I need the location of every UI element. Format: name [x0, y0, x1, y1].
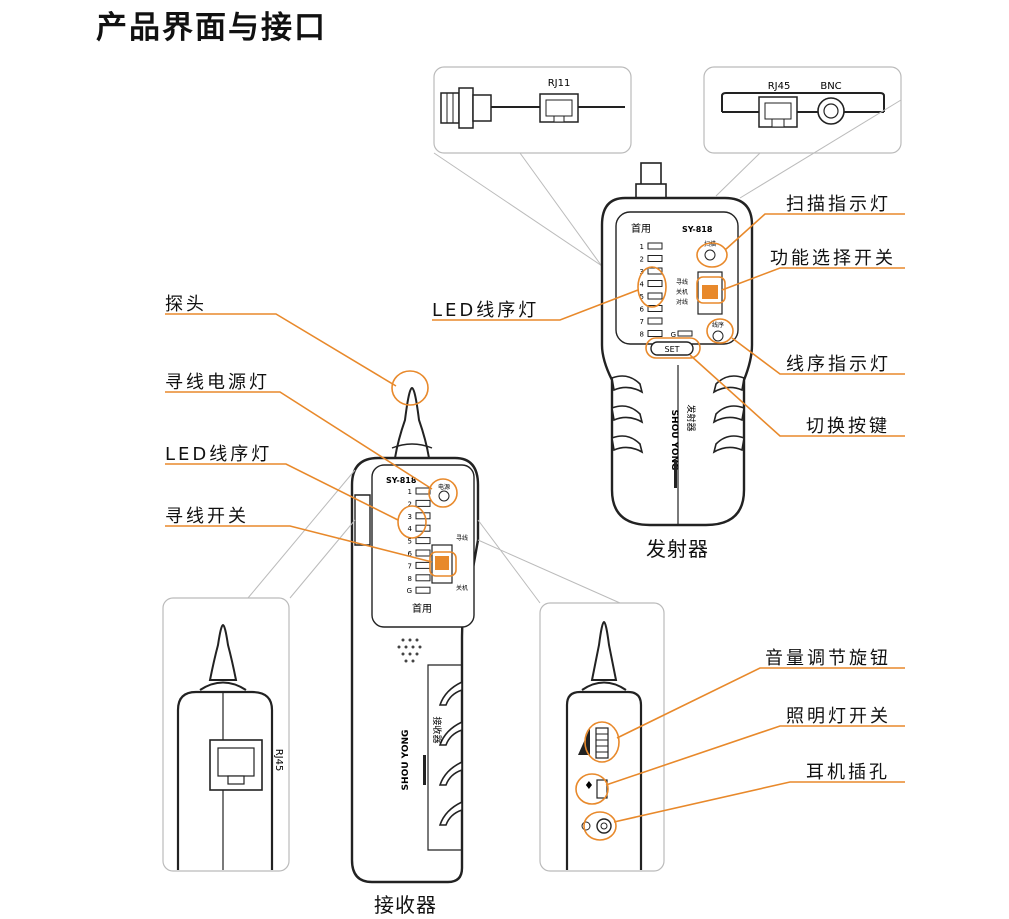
rx-led-number: 7 — [408, 562, 412, 570]
callout-function-switch: 功能选择开关 — [770, 248, 896, 269]
tx-port-zoom-left: RJ11 — [433, 66, 632, 154]
rx-switch-pos-2: 关机 — [456, 584, 468, 592]
callout-lines — [165, 213, 905, 841]
tx-led — [647, 305, 663, 312]
bnc-connector-icon — [440, 87, 492, 129]
tx-led-number: 6 — [640, 306, 645, 314]
tx-led-number: 1 — [640, 243, 644, 251]
rx-led — [415, 549, 431, 557]
callout-seq-light: 线序指示灯 — [786, 354, 891, 375]
rx-side-zoom: ♦ — [539, 602, 665, 872]
rx-led-number: 6 — [408, 550, 413, 558]
tx-port-zoom-right: RJ45 BNC — [703, 66, 902, 154]
callout-volume-knob: 音量调节旋钮 — [765, 648, 891, 669]
receiver-caption: 接收器 — [374, 893, 437, 917]
bnc-port-icon — [817, 97, 845, 125]
rx-led — [415, 524, 431, 532]
rx-brand-vertical: SHOU YONG — [401, 730, 411, 791]
receiver-device: SY-818 电源 寻线 关机 首用 1 2 3 4 5 6 7 8G SHOU YONG 接… — [350, 386, 480, 884]
rx-brand: 首用 — [412, 602, 432, 615]
rx-led-number: G — [407, 587, 412, 595]
rx-rj45-label: RJ45 — [273, 749, 284, 772]
rx-led — [415, 512, 431, 520]
tx-name-vertical: 发射器 — [685, 404, 697, 431]
rx-led — [415, 487, 431, 495]
tx-led-number-g: G — [671, 331, 676, 339]
rx-led — [415, 561, 431, 569]
callout-earphone-jack: 耳机插孔 — [806, 762, 890, 783]
tx-seq-small: 线序 — [712, 321, 724, 329]
rx-rj45-port-icon — [209, 739, 263, 791]
callout-power-light: 寻线电源灯 — [165, 372, 270, 393]
tx-led — [647, 292, 663, 300]
bnc-label: BNC — [820, 81, 841, 92]
rx-power-small: 电源 — [438, 483, 450, 491]
tx-scan-small: 扫描 — [704, 240, 716, 248]
volume-icon — [578, 728, 590, 755]
transmitter-device: SHOU YONG 发射器 首用 SY-818 扫描 线序 寻线 关机 对线 S… — [600, 162, 754, 527]
power-indicator-light — [438, 490, 450, 502]
scan-indicator-light — [704, 249, 716, 261]
tx-led — [647, 242, 663, 250]
tx-brand-vertical: SHOU YONG — [669, 410, 679, 471]
tx-led — [647, 330, 663, 337]
tx-switch-pos-2: 关机 — [676, 288, 688, 296]
rx-led-number: 5 — [408, 538, 412, 546]
tx-led-number: 4 — [640, 281, 645, 289]
rj11-port-icon — [539, 93, 579, 123]
callout-led-seq-tx: LED线序灯 — [432, 300, 540, 321]
tx-led — [647, 255, 663, 262]
callout-light-switch: 照明灯开关 — [786, 706, 891, 727]
set-button[interactable] — [650, 341, 694, 356]
tx-g-led — [677, 330, 693, 337]
tx-switch-pos-1: 寻线 — [676, 278, 688, 286]
tx-led-number: 2 — [640, 256, 644, 264]
rx-led-number: 3 — [408, 513, 412, 521]
tx-led — [647, 317, 663, 325]
rx-led-number: 8 — [408, 575, 412, 583]
rx-led-number: 1 — [408, 488, 412, 496]
rx-rj45-zoom: RJ45 — [162, 597, 290, 872]
rx-led-number: 2 — [408, 500, 412, 508]
rx-model: SY-818 — [386, 476, 417, 485]
tx-model: SY-818 — [682, 225, 713, 234]
set-button-label: SET — [664, 345, 679, 354]
rx-led — [415, 499, 431, 507]
callout-find-switch: 寻线开关 — [165, 506, 249, 527]
tx-led-number: 7 — [640, 318, 644, 326]
seq-indicator-light — [712, 330, 724, 342]
rx-led — [415, 586, 431, 594]
bulb-icon: ♦ — [584, 779, 594, 792]
rj45-port-icon — [758, 96, 798, 128]
rx-switch-pos-1: 寻线 — [456, 534, 468, 542]
callout-probe: 探头 — [165, 294, 207, 315]
tx-switch-knob[interactable] — [702, 285, 718, 299]
speaker-grille — [397, 638, 422, 663]
tx-switch-pos-3: 对线 — [676, 298, 688, 306]
tx-brand: 首用 — [631, 222, 651, 235]
tx-led-number: 8 — [640, 331, 644, 339]
rx-led — [415, 574, 431, 582]
callout-scan-light: 扫描指示灯 — [786, 194, 891, 215]
transmitter-caption: 发射器 — [646, 537, 709, 561]
tx-led-number: 5 — [640, 293, 644, 301]
rj11-label: RJ11 — [548, 78, 571, 89]
page-title: 产品界面与接口 — [96, 10, 327, 46]
light-switch[interactable] — [596, 779, 608, 799]
callout-led-seq-rx: LED线序灯 — [165, 444, 273, 465]
tx-led — [647, 280, 663, 287]
callout-switch-key: 切换按键 — [806, 416, 890, 437]
rx-name-vertical: 接收器 — [431, 716, 443, 743]
rx-led-column: 1 2 3 4 5 6 7 8G — [407, 487, 431, 595]
rx-switch-knob[interactable] — [435, 556, 449, 570]
tx-rj45-label: RJ45 — [768, 81, 791, 92]
volume-knob[interactable] — [595, 727, 609, 759]
rx-led-number: 4 — [408, 525, 413, 533]
rx-led — [415, 537, 431, 545]
